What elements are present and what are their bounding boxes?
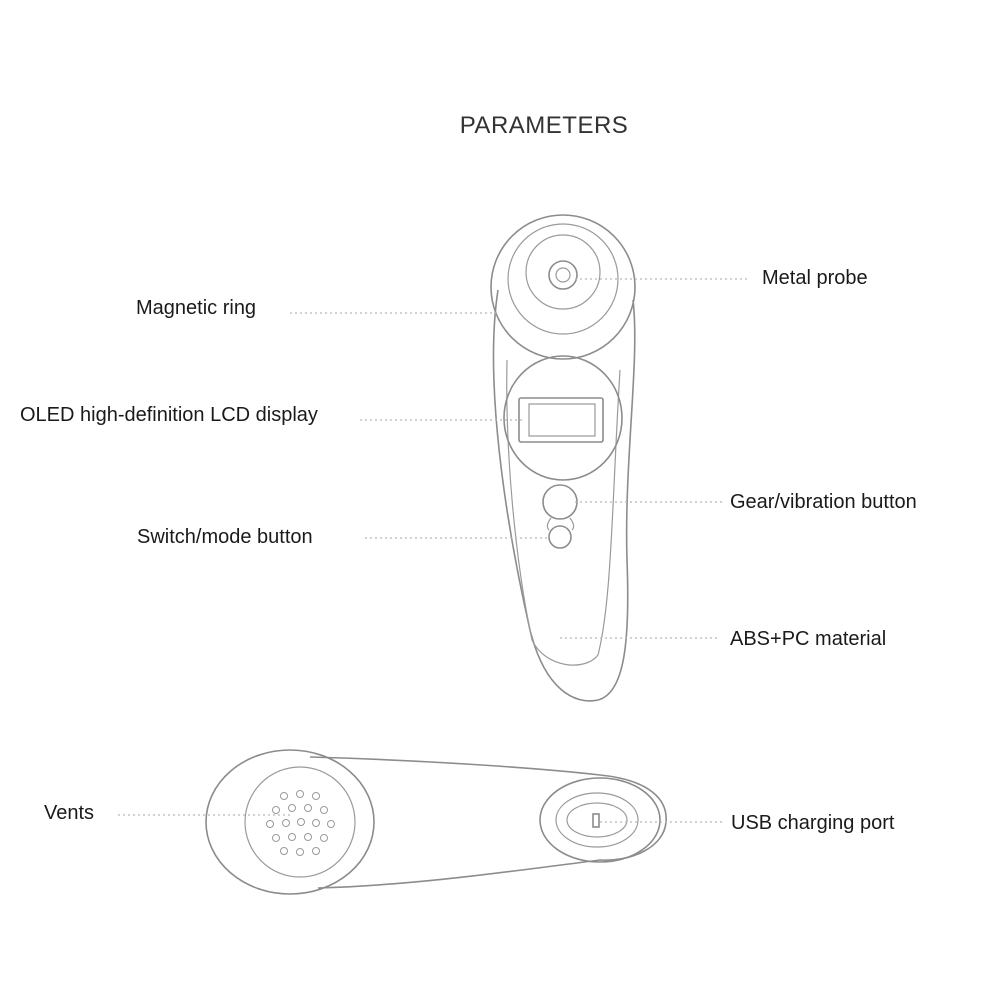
device-body-inner-line [506,359,621,666]
gear-button-icon [542,484,578,520]
device-body-outline [492,289,636,702]
magnetic-ring-outer [490,214,636,360]
magnetic-ring-middle [507,223,619,335]
label-magnetic-ring: Magnetic ring [136,297,257,319]
device-front-view [490,214,636,702]
vent-head-outer [205,749,375,895]
label-vents: Vents [44,802,95,824]
magnetic-ring-inner [525,234,601,310]
vent-head-inner [244,766,356,878]
label-metal-probe: Metal probe [762,267,868,289]
label-abs-pc-material: ABS+PC material [730,628,887,650]
usb-port-housing [539,777,661,863]
usb-port-ring [555,792,639,848]
metal-probe-center-icon [555,267,571,283]
device-side-view [205,749,667,895]
leader-lines [118,278,750,823]
oled-screen-inner [528,403,596,437]
side-body-outline [309,756,667,889]
switch-button-icon [548,525,572,549]
usb-port-inner [566,802,628,838]
label-usb-charging-port: USB charging port [731,812,895,834]
page-title: PARAMETERS [459,112,629,139]
usb-port-icon [592,813,600,828]
display-housing [503,355,623,481]
button-connector [546,517,575,531]
label-oled-display: OLED high-definition LCD display [20,404,318,426]
label-switch-mode-button: Switch/mode button [137,526,313,548]
oled-screen [518,397,604,443]
vents-icon [266,790,335,856]
metal-probe-icon [548,260,578,290]
label-gear-vibration-button: Gear/vibration button [730,491,917,513]
